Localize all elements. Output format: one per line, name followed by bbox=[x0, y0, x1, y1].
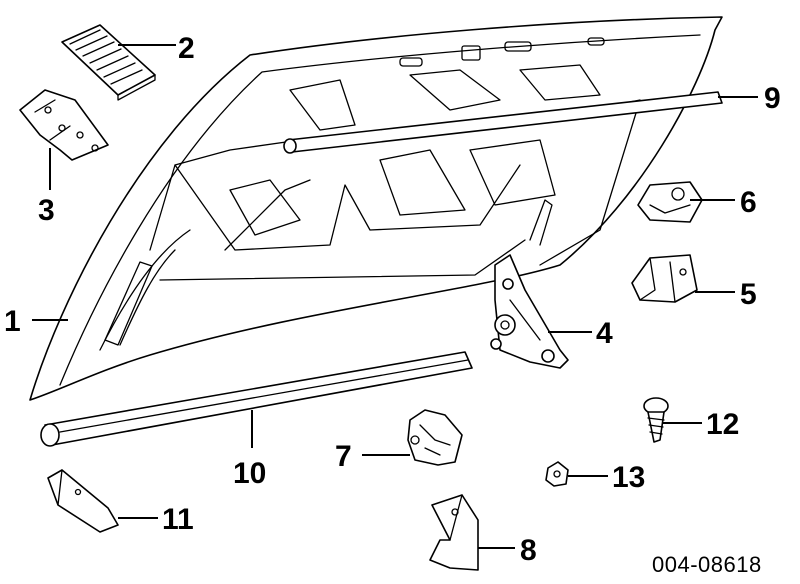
callout-labels: 1 2 3 4 5 6 7 8 9 10 11 12 13 bbox=[4, 32, 781, 567]
retainer-clip bbox=[637, 181, 703, 223]
bumper-pad bbox=[47, 469, 119, 533]
callout-2: 2 bbox=[178, 32, 195, 65]
leader-lines bbox=[32, 44, 758, 549]
hood-hinge bbox=[490, 254, 569, 369]
weatherstrip bbox=[40, 351, 473, 447]
callout-9: 9 bbox=[764, 82, 781, 115]
callout-8: 8 bbox=[520, 534, 537, 567]
support-bracket bbox=[429, 494, 479, 571]
callout-1: 1 bbox=[4, 305, 21, 338]
callout-4: 4 bbox=[596, 317, 613, 350]
latch-bracket bbox=[631, 254, 698, 303]
clip-nut bbox=[545, 461, 569, 487]
callout-5: 5 bbox=[740, 278, 757, 311]
hood-latch bbox=[407, 409, 463, 466]
callout-11: 11 bbox=[162, 503, 194, 536]
screw bbox=[643, 397, 669, 443]
hood-panel bbox=[29, 16, 723, 401]
callout-10: 10 bbox=[233, 457, 266, 490]
reference-code: 004-08618 bbox=[652, 552, 762, 577]
callout-3: 3 bbox=[38, 194, 55, 227]
vent-grille bbox=[61, 24, 156, 101]
callout-12: 12 bbox=[706, 408, 739, 441]
callout-7: 7 bbox=[335, 440, 352, 473]
callout-13: 13 bbox=[612, 461, 645, 494]
bracket-plate bbox=[19, 89, 109, 161]
callout-6: 6 bbox=[740, 186, 757, 219]
